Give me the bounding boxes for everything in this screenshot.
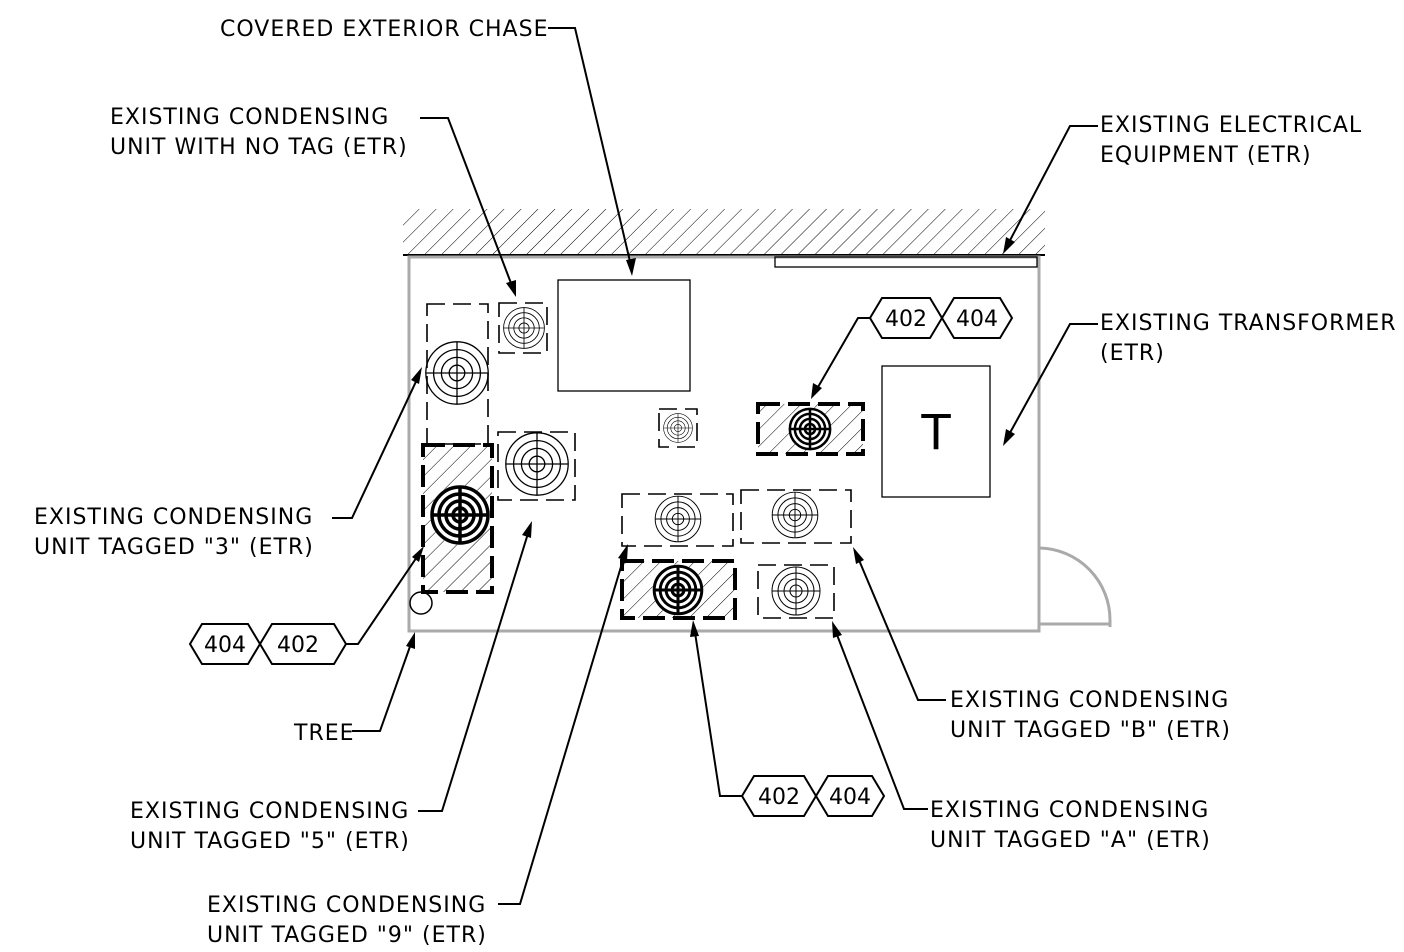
transformer-symbol: T [920,405,951,461]
chase-box [557,279,691,392]
unit-a [757,564,835,619]
unit-hatched-bottom [620,559,737,620]
label-no-tag-line1: EXISTING CONDENSING [110,105,389,130]
label-no-tag-line2: UNIT WITH NO TAG (ETR) [110,135,408,160]
unit-b [740,489,852,544]
unit-hatched-upper-right [756,402,865,456]
unit-9 [621,493,734,547]
label-transformer-line2: (ETR) [1100,341,1165,366]
tag-left-2: 402 [277,633,319,658]
label-transformer-line1: EXISTING TRANSFORMER [1100,311,1397,336]
tag-bottom-1: 402 [758,785,800,810]
label-electrical-line2: EQUIPMENT (ETR) [1100,143,1312,168]
tag-bottom-2: 404 [829,785,871,810]
unit-small-center [658,408,698,448]
label-unit5-line2: UNIT TAGGED "5" (ETR) [130,829,410,854]
unit-hatched-left [421,443,494,594]
tree-symbol [409,591,433,615]
leader-lines [332,27,1098,905]
label-tree: TREE [293,721,355,746]
unit-3 [425,303,489,445]
label-unitA-line2: UNIT TAGGED "A" (ETR) [930,828,1211,853]
label-unit3-line2: UNIT TAGGED "3" (ETR) [34,535,314,560]
tag-left-1: 404 [204,633,246,658]
label-unit9-line1: EXISTING CONDENSING [207,893,486,918]
label-electrical-line1: EXISTING ELECTRICAL [1100,113,1362,138]
label-unit5-line1: EXISTING CONDENSING [130,799,409,824]
chase-outline [407,255,1041,633]
tag-upper-right-1: 402 [885,307,927,332]
label-covered-chase: COVERED EXTERIOR CHASE [220,17,548,42]
building-wall-hatch [403,209,1045,255]
label-unitB-line1: EXISTING CONDENSING [950,688,1229,713]
tag-pair-bottom: 402 404 [740,775,886,817]
door-swing [1039,546,1112,627]
unit-5 [497,431,576,501]
tag-upper-right-2: 404 [956,307,998,332]
label-unit3-line1: EXISTING CONDENSING [34,505,313,530]
electrical-equipment [774,256,1038,268]
label-unitA-line1: EXISTING CONDENSING [930,798,1209,823]
label-unit9-line2: UNIT TAGGED "9" (ETR) [207,923,487,948]
unit-no-tag [498,302,548,354]
label-unitB-line2: UNIT TAGGED "B" (ETR) [950,718,1231,743]
transformer-box [881,365,991,498]
tag-pair-left: 404 402 [188,623,348,665]
tag-pair-upper-right: 402 404 [868,297,1014,339]
